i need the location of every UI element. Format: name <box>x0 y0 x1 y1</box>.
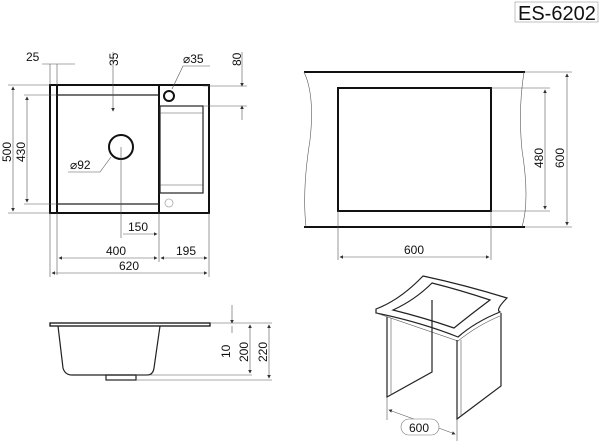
dim-drain-offset: 150 <box>128 220 148 234</box>
tap-hole <box>163 90 175 102</box>
dim-cabinet-depth: 600 <box>553 148 567 168</box>
dim-total-width: 620 <box>119 259 139 273</box>
dim-rim: 10 <box>219 344 233 358</box>
dim-rim-top: 35 <box>107 52 121 66</box>
model-title: ES-6202 <box>518 3 596 25</box>
cutout-outline <box>337 87 492 212</box>
optional-tap-hole <box>164 198 174 208</box>
cabinet-isometric-view: 600 <box>375 275 509 441</box>
dim-cutout-depth: 480 <box>532 148 546 168</box>
sink-side-view: 10 200 220 <box>49 305 272 381</box>
sink-top-view: 25 35 ⌀35 80 500 430 ⌀92 150 400 195 620 <box>0 50 247 277</box>
countertop-cutout-view: 480 600 600 <box>303 71 572 260</box>
dim-rim-left: 25 <box>26 50 40 64</box>
dim-drainboard-offset: 80 <box>230 52 244 66</box>
drain-outlet <box>105 374 137 381</box>
dim-drain-hole: ⌀92 <box>70 158 91 172</box>
model-title-box: ES-6202 <box>514 1 599 25</box>
dim-total-height: 220 <box>256 342 270 362</box>
dim-bowl-depth: 430 <box>14 142 28 162</box>
dim-bowl-width: 400 <box>106 244 126 258</box>
dim-cabinet-width: 600 <box>409 421 429 435</box>
dim-bowl-height: 200 <box>237 342 251 362</box>
dim-tap-hole: ⌀35 <box>183 52 204 66</box>
dim-cutout-width: 600 <box>404 243 424 257</box>
dim-drainboard-width: 195 <box>176 244 196 258</box>
drainboard <box>159 105 204 194</box>
dim-total-depth: 500 <box>0 142 14 162</box>
